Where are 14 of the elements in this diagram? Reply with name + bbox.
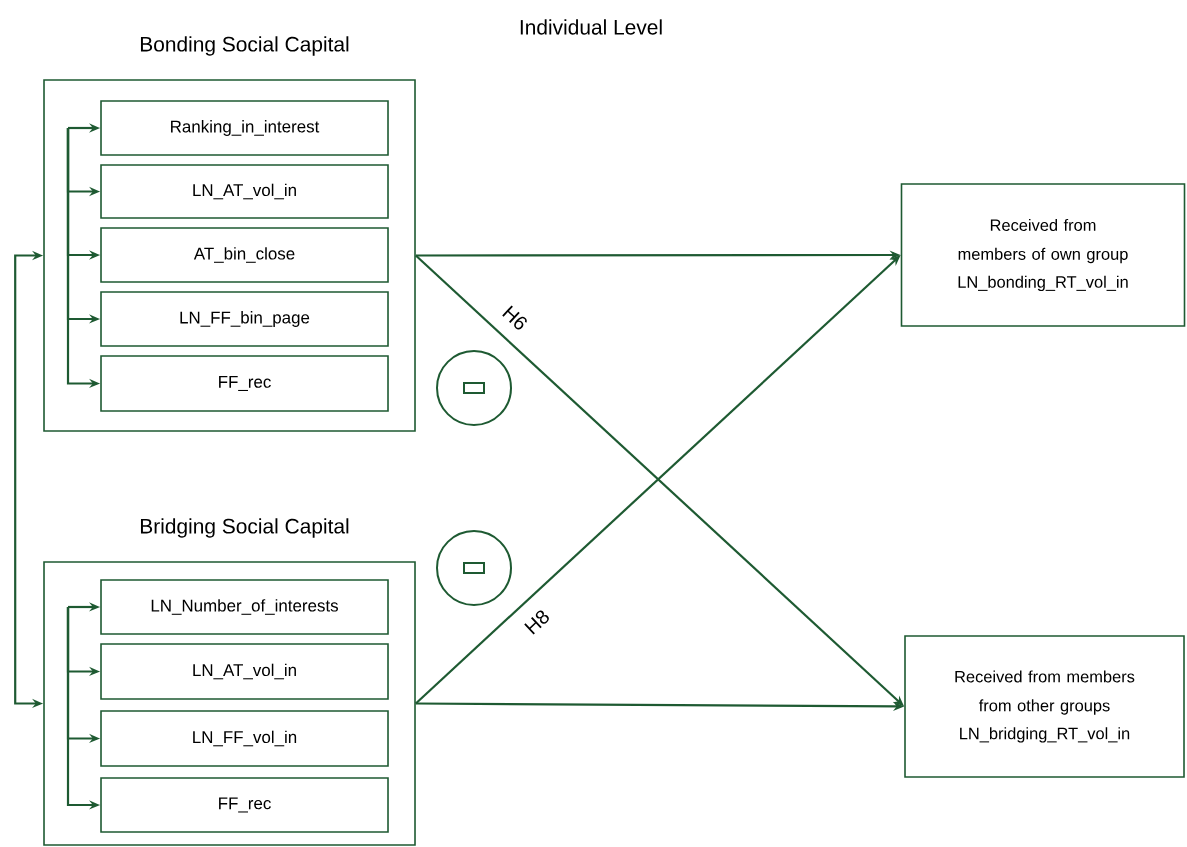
diagram-title: Individual Level [520, 19, 662, 35]
variable-box: LN_FF_bin_page [100, 291, 389, 347]
variable-box: AT_bin_close [100, 227, 389, 283]
variable-box: LN_FF_vol_in [100, 710, 389, 767]
outcome-box: Received from members of own group LN_bonding_RT_vol_in [900, 183, 1186, 327]
variable-box: FF_rec [100, 355, 389, 412]
variable-box: LN_AT_vol_in [100, 164, 389, 219]
variable-box: FF_rec [100, 777, 389, 833]
variable-box: Ranking_in_interest [100, 100, 389, 156]
group-heading: Bridging Social Capital [141, 518, 349, 538]
group-heading: Bonding Social Capital [140, 36, 349, 56]
variable-box: LN_AT_vol_in [100, 643, 389, 700]
variable-box: LN_Number_of_interests [100, 579, 389, 635]
outcome-box: Received from members from other groups LN_bridging_RT_vol_in [904, 635, 1185, 778]
